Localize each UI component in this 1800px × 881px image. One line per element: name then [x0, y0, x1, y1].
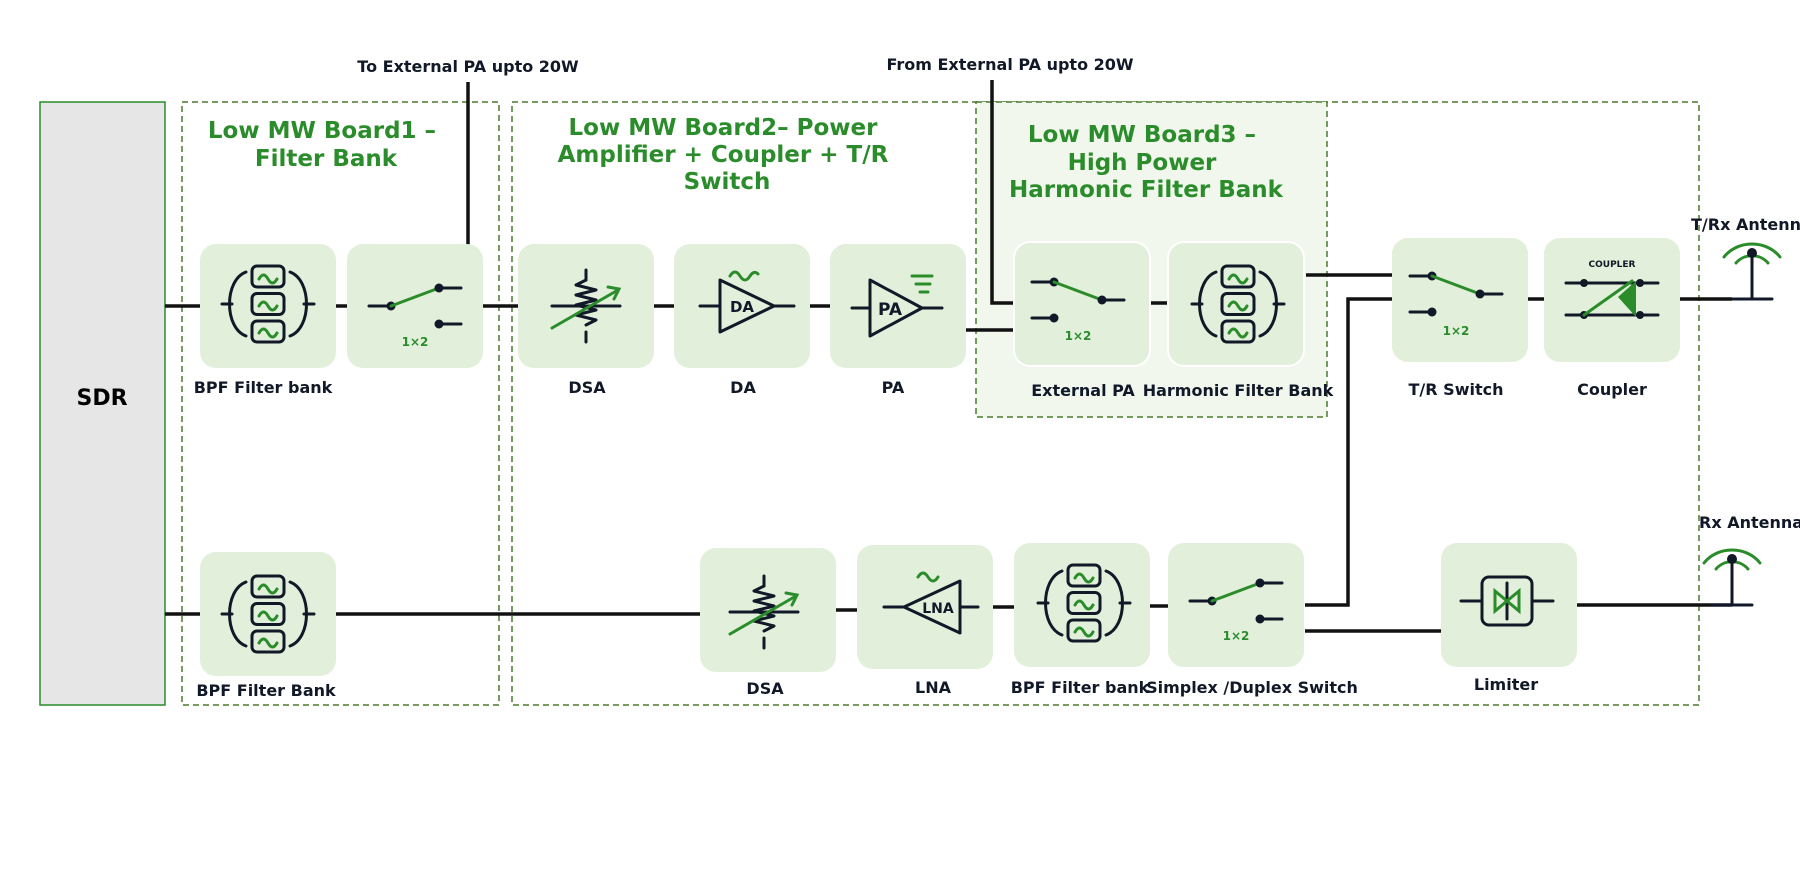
svg-text:COUPLER: COUPLER [1589, 260, 1636, 270]
tx-wires [165, 80, 1732, 607]
sdr-label: SDR [76, 386, 127, 411]
external-pa-label: External PA [1031, 381, 1135, 400]
lna-icon: LNA [882, 571, 980, 635]
rx-bpf-left-label: BPF Filter Bank [196, 681, 336, 700]
tx-bpf-label: BPF Filter bank [194, 378, 333, 397]
rx-dsa [700, 548, 836, 672]
harmonic-filter-bank [1167, 241, 1305, 367]
rx-lna-label: LNA [915, 678, 952, 697]
svg-text:1×2: 1×2 [1223, 629, 1250, 643]
rx-antenna-label: Rx Antenna [1699, 513, 1800, 532]
sdr-block [39, 101, 166, 706]
svg-text:LNA: LNA [922, 601, 954, 617]
tx-da: DA [674, 244, 810, 368]
limiter [1441, 543, 1577, 667]
tr-switch-label: T/R Switch [1409, 380, 1504, 399]
tx-pa: PA [830, 244, 966, 368]
trx-antenna-label: T/Rx Antenna [1691, 215, 1800, 234]
tx-dsa-label: DSA [568, 378, 606, 397]
from-external-pa-label: From External PA upto 20W [886, 55, 1133, 74]
coupler: COUPLER [1544, 238, 1680, 362]
trx-antenna-icon [1722, 242, 1782, 301]
simplex-duplex-switch-label: Simplex /Duplex Switch [1146, 678, 1358, 697]
power-amplifier-icon: PA [850, 274, 944, 338]
harmonic-filter-bank-label: Harmonic Filter Bank [1143, 381, 1334, 400]
svg-text:PA: PA [878, 300, 903, 320]
rx-bpf-filter-bank [1014, 543, 1150, 667]
amplifier-icon: DA [698, 270, 796, 334]
external-pa-switch: 1×2 [1013, 241, 1151, 367]
tx-pa-label: PA [882, 378, 905, 397]
rx-dsa-label: DSA [746, 679, 784, 698]
limiter-icon [1459, 575, 1555, 627]
rx-antenna-icon [1702, 548, 1762, 607]
coupler-label: Coupler [1577, 380, 1647, 399]
tx-bpf-filter-bank [200, 244, 336, 368]
limiter-label: Limiter [1474, 675, 1538, 694]
tx-switch-1x2: 1×2 [347, 244, 483, 368]
svg-text:DA: DA [730, 298, 754, 316]
rx-lna: LNA [857, 545, 993, 669]
simplex-duplex-switch: 1×2 [1168, 543, 1304, 667]
tx-da-label: DA [730, 378, 756, 397]
tx-dsa [518, 244, 654, 368]
svg-text:1×2: 1×2 [1443, 324, 1470, 338]
rx-wires [165, 603, 1732, 633]
board2-title: Low MW Board2– Power Amplifier + Coupler… [558, 115, 897, 195]
board3-title: Low MW Board3 – High Power Harmonic Filt… [1009, 122, 1284, 203]
tr-switch: 1×2 [1392, 238, 1528, 362]
rx-bpf-label: BPF Filter bank [1011, 678, 1150, 697]
to-external-pa-label: To External PA upto 20W [357, 57, 579, 76]
coupler-icon: COUPLER [1564, 260, 1660, 319]
board1-title: Low MW Board1 – Filter Bank [208, 118, 444, 172]
svg-text:1×2: 1×2 [402, 335, 429, 349]
svg-text:1×2: 1×2 [1065, 329, 1092, 343]
rx-bpf-filter-bank-left [200, 552, 336, 676]
